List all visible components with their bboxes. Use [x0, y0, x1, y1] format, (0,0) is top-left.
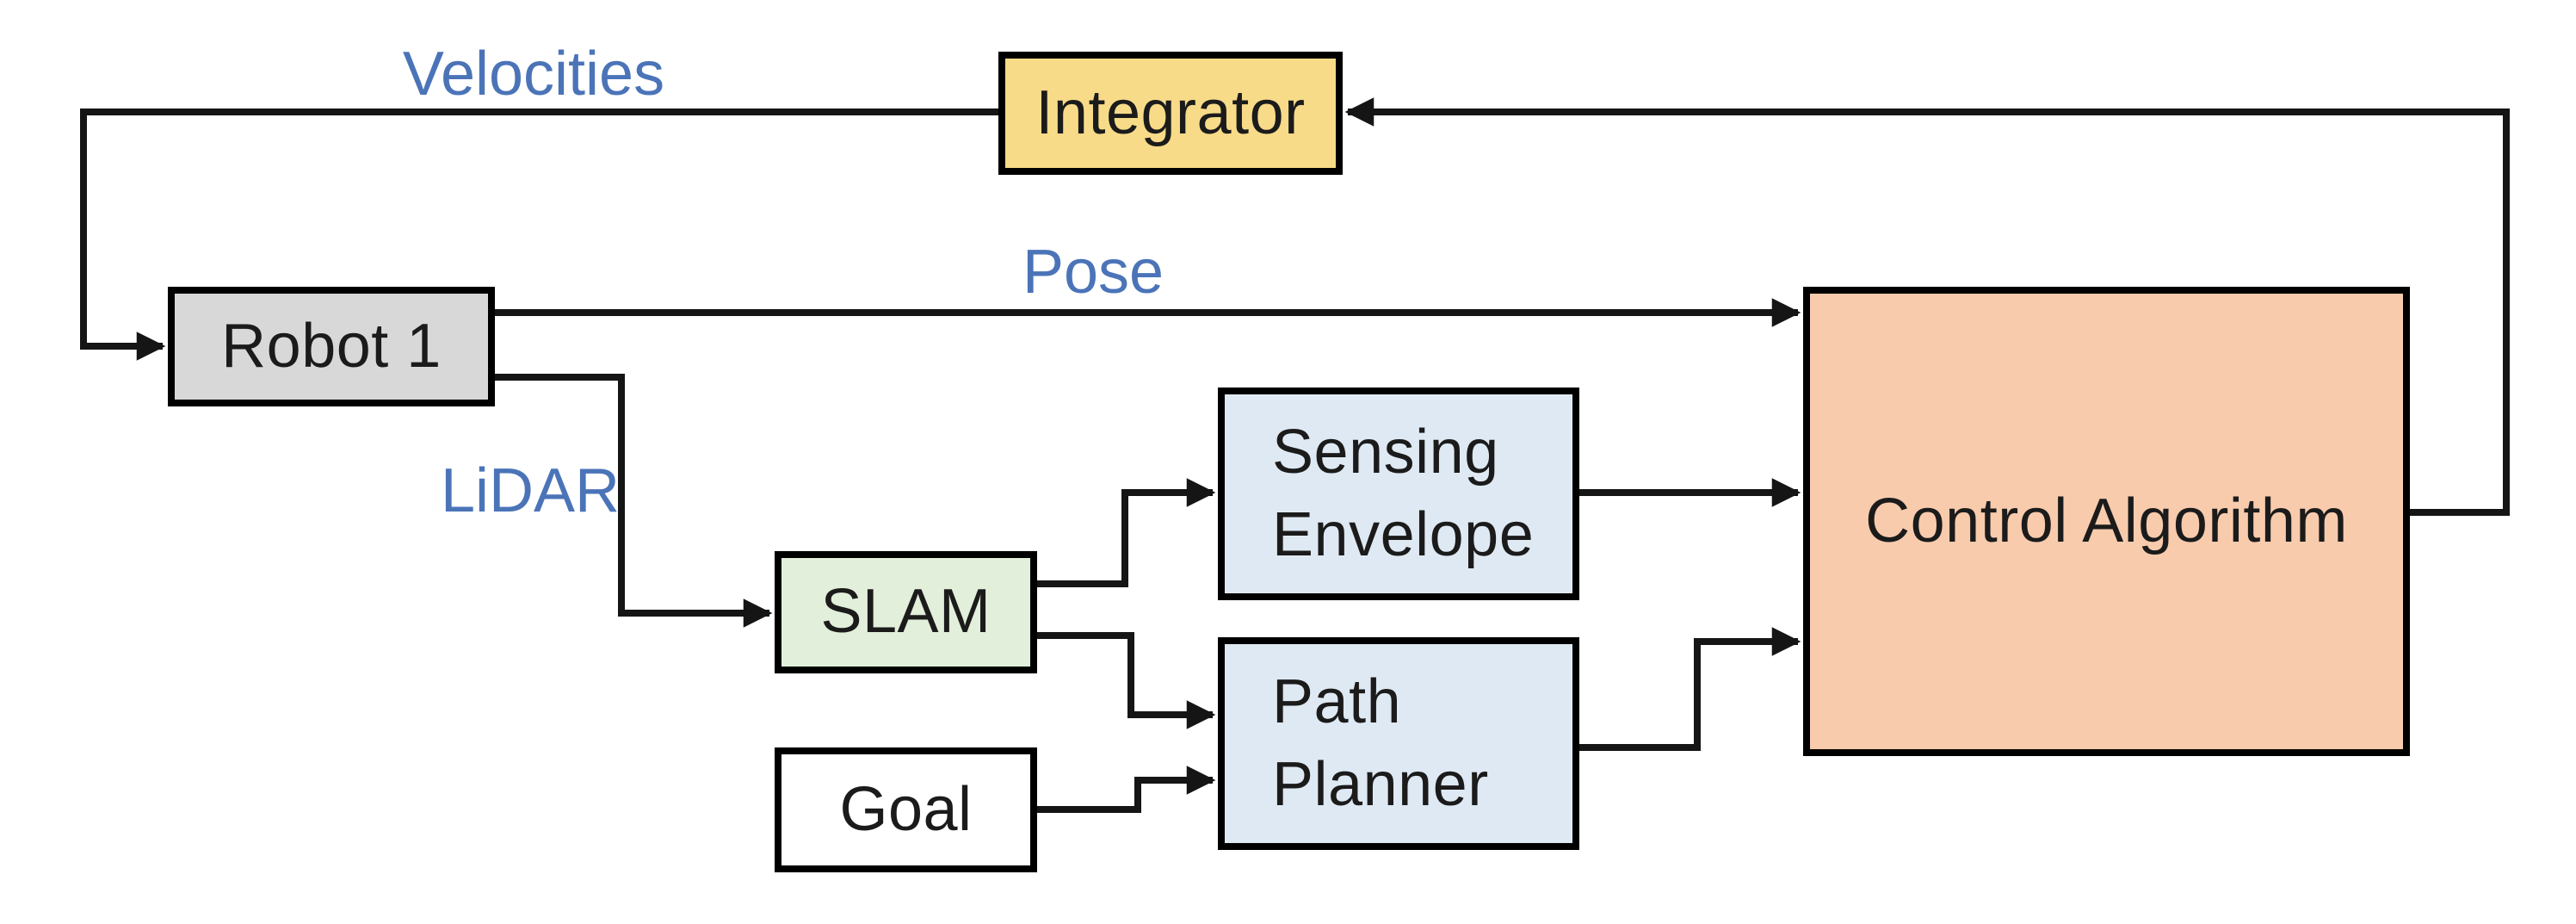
- node-robot1: Robot 1: [168, 287, 495, 406]
- node-slam-label: SLAM: [820, 577, 991, 647]
- node-integrator: Integrator: [998, 52, 1343, 175]
- node-sensing-envelope: Sensing Envelope: [1218, 388, 1579, 600]
- edge-goal-to-path-planner: [1037, 766, 1216, 813]
- node-control-algorithm: Control Algorithm: [1803, 287, 2410, 756]
- node-slam: SLAM: [775, 551, 1037, 673]
- node-robot1-label: Robot 1: [221, 311, 442, 381]
- node-integrator-label: Integrator: [1035, 78, 1306, 147]
- edge-integrator-to-robot1: [80, 109, 998, 361]
- edge-path-planner-to-control: [1579, 627, 1801, 751]
- edge-robot1-lidar-to-slam: [495, 374, 773, 628]
- node-goal: Goal: [775, 747, 1037, 872]
- edge-slam-to-path-planner: [1037, 632, 1216, 729]
- node-control-algorithm-label: Control Algorithm: [1865, 486, 2348, 555]
- edge-control-to-integrator: [1344, 97, 2510, 516]
- node-path-planner-label: Path Planner: [1272, 667, 1489, 819]
- edge-label-lidar: LiDAR: [440, 456, 621, 525]
- node-path-planner: Path Planner: [1218, 637, 1579, 850]
- node-goal-label: Goal: [839, 774, 973, 844]
- edge-slam-to-sensing-envelope: [1037, 478, 1216, 587]
- edge-label-velocities: Velocities: [402, 40, 665, 109]
- node-sensing-envelope-label: Sensing Envelope: [1272, 418, 1535, 569]
- edge-label-pose: Pose: [1022, 238, 1164, 307]
